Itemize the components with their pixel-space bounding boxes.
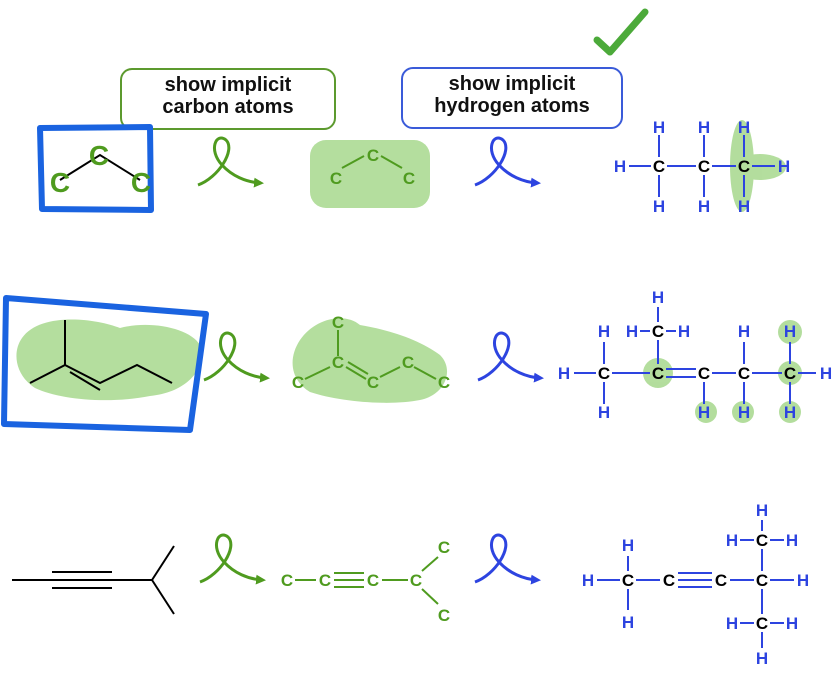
carbon-atom: C (281, 571, 293, 590)
hydrogen-atom: H (756, 649, 768, 668)
loop-arrow-icon (477, 331, 544, 383)
carbon-atom: C (292, 373, 304, 392)
carbon-atom: C (652, 322, 664, 341)
carbon-atom: C (738, 157, 750, 176)
carbon-skeleton-methylpentene (304, 330, 437, 380)
methylpentene-full-structure (574, 307, 816, 404)
carbon-atom: C (698, 364, 710, 383)
label-carbon-line2: carbon atoms (162, 96, 294, 118)
label-carbon-line1: show implicit (164, 74, 292, 96)
loop-arrow-icon (199, 533, 266, 585)
loop-arrow-icon (474, 136, 541, 188)
hydrogen-atom: H (678, 322, 690, 341)
hydrogen-atom: H (756, 501, 768, 520)
carbon-atom: C (715, 571, 727, 590)
carbon-skeleton-methylpentyne (295, 556, 439, 605)
methylpentyne-full-structure (597, 520, 794, 648)
label-hydrogen-line1: show implicit (448, 73, 576, 95)
hydrogen-atom: H (786, 531, 798, 550)
carbon-atom: C (738, 364, 750, 383)
check-mark-icon (593, 8, 649, 56)
carbon-atom: C (319, 571, 331, 590)
carbon-atom: C (332, 353, 344, 372)
hydrogen-atom: H (582, 571, 594, 590)
selection-box (1, 295, 209, 433)
carbon-atom: C (410, 571, 422, 590)
carbon-atom: C (332, 313, 344, 332)
selection-box (37, 124, 154, 213)
carbon-atom: C (403, 169, 415, 188)
carbon-atom: C (367, 373, 379, 392)
label-show-implicit-carbon: show implicit carbon atoms (120, 68, 336, 130)
carbon-atom: C (756, 531, 768, 550)
hydrogen-atom: H (778, 157, 790, 176)
carbon-atom: C (598, 364, 610, 383)
hydrogen-atom: H (820, 364, 832, 383)
carbon-atom: C (653, 157, 665, 176)
hydrogen-atom: H (698, 403, 710, 422)
loop-arrow-icon (203, 331, 270, 383)
skeletal-methylpentyne (12, 545, 175, 615)
label-show-implicit-hydrogen: show implicit hydrogen atoms (401, 67, 623, 129)
hydrogen-atom: H (738, 118, 750, 137)
skeletal-methylpentene (29, 320, 173, 391)
hydrogen-atom: H (738, 403, 750, 422)
skeletal-propane (59, 153, 141, 181)
hydrogen-atom: H (614, 157, 626, 176)
carbon-atom: C (367, 571, 379, 590)
hydrogen-atom: H (698, 118, 710, 137)
label-hydrogen-line2: hydrogen atoms (434, 95, 590, 117)
hydrogen-atom: H (653, 118, 665, 137)
carbon-atom: C (438, 373, 450, 392)
carbon-atom: C (652, 364, 664, 383)
hydrogen-atom: H (738, 322, 750, 341)
carbon-atom: C (698, 157, 710, 176)
hydrogen-atom: H (558, 364, 570, 383)
hydrogen-atom: H (652, 288, 664, 307)
carbon-atom: C (438, 606, 450, 625)
carbon-atom: C (622, 571, 634, 590)
carbon-atom: C (402, 353, 414, 372)
carbon-atom: C (367, 146, 379, 165)
hydrogen-atom: H (784, 403, 796, 422)
carbon-atom: C (784, 364, 796, 383)
carbon-atom: C (756, 614, 768, 633)
carbon-atom: C (50, 167, 70, 198)
carbon-atom: C (663, 571, 675, 590)
hydrogen-atom: H (784, 322, 796, 341)
hydrogen-atom: H (598, 403, 610, 422)
propane-full-structure (629, 135, 775, 197)
hydrogen-atom: H (797, 571, 809, 590)
carbon-atom: C (330, 169, 342, 188)
carbon-atom: C (438, 538, 450, 557)
hydrogen-atom: H (622, 613, 634, 632)
loop-arrow-icon (197, 136, 264, 188)
hydrogen-atom: H (598, 322, 610, 341)
hydrogen-atom: H (726, 614, 738, 633)
loop-arrow-icon (474, 533, 541, 585)
hydrogen-atom: H (738, 197, 750, 216)
carbon-atom: C (756, 571, 768, 590)
hydrogen-atom: H (698, 197, 710, 216)
carbon-atom: C (131, 167, 151, 198)
hydrogen-atom: H (786, 614, 798, 633)
hydrogen-atom: H (726, 531, 738, 550)
carbon-atom: C (89, 140, 109, 171)
highlights (16, 120, 802, 423)
hydrogen-atom: H (653, 197, 665, 216)
hydrogen-atom: H (622, 536, 634, 555)
hydrogen-atom: H (626, 322, 638, 341)
